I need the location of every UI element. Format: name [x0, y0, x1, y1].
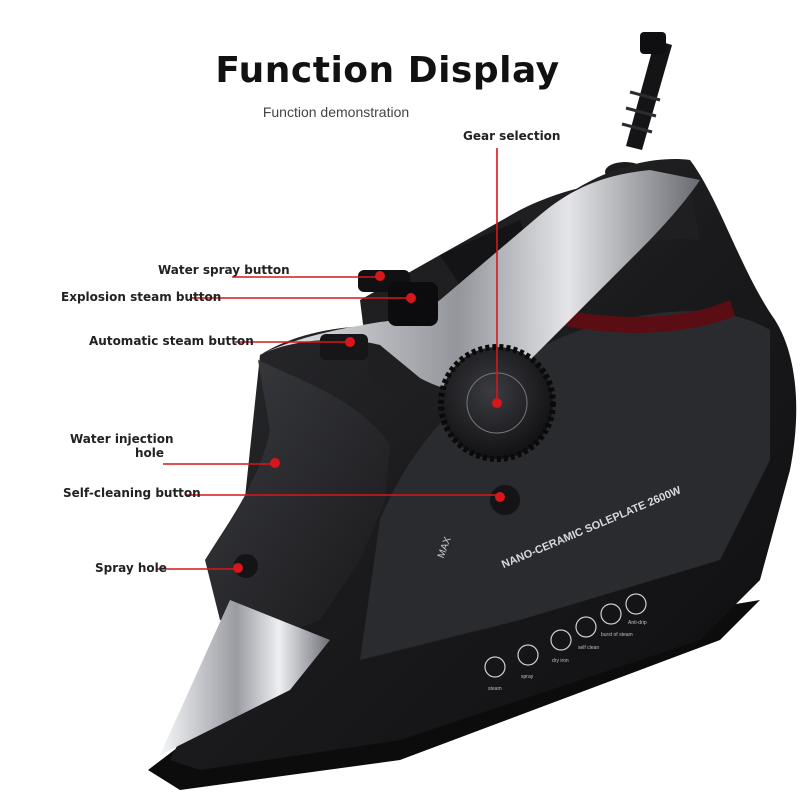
- callout-explosion-steam-button: Explosion steam button: [61, 290, 222, 304]
- mode-label: steam: [488, 686, 502, 692]
- page-subtitle: Function demonstration: [262, 104, 410, 120]
- callout-spray-hole: Spray hole: [95, 561, 167, 575]
- self-cleaning-button-graphic: [488, 483, 522, 517]
- chrome-nose: [160, 600, 330, 755]
- callout-water-injection-hole: Water injection hole: [70, 432, 174, 460]
- explosion-steam-button-graphic: [388, 282, 438, 326]
- callout-water-spray-button: Water spray button: [158, 263, 290, 277]
- mode-label: burst of steam: [601, 632, 633, 638]
- mode-label: self clean: [578, 645, 599, 651]
- callout-automatic-steam-button: Automatic steam button: [89, 334, 254, 348]
- red-accent-band: [555, 300, 735, 333]
- callout-water-injection-line1: Water injection: [70, 432, 174, 446]
- automatic-steam-button-graphic: [320, 334, 368, 360]
- callout-lines: [157, 148, 500, 570]
- page-title: Function Display: [215, 50, 560, 91]
- chrome-trim: [260, 170, 700, 392]
- callout-water-injection-line2: hole: [134, 446, 164, 460]
- mode-icons: [484, 593, 647, 678]
- mode-label: dry iron: [552, 658, 569, 664]
- callout-gear-selection: Gear selection: [463, 129, 561, 143]
- water-tank: [360, 311, 770, 660]
- callout-self-cleaning-button: Self-cleaning button: [63, 486, 201, 500]
- mode-label: Anti-drip: [628, 620, 647, 626]
- mode-label: spray: [521, 674, 534, 680]
